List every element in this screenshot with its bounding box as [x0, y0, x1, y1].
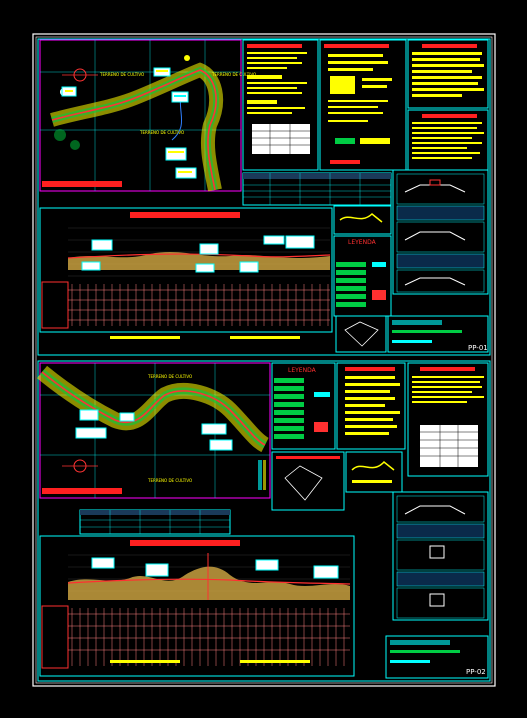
- curves-table-1: [242, 172, 392, 206]
- sheet-pp-02: TERRENO DE CULTIVO TERRENO DE CULTIVO LE…: [36, 360, 491, 682]
- notes-panel-2: [319, 39, 407, 171]
- site-label-2a: TERRENO DE CULTIVO: [147, 374, 192, 379]
- plan-view-2: TERRENO DE CULTIVO TERRENO DE CULTIVO: [36, 362, 271, 499]
- typical-sections-1: [392, 169, 489, 295]
- sheet-pp-01: TERRENO DE CULTIVO TERRENO DE CULTIVO TE…: [37, 38, 491, 356]
- sheet-code-2: PP-02: [466, 668, 486, 676]
- legend-2: LEYENDA: [271, 362, 336, 450]
- site-label-2b: TERRENO DE CULTIVO: [147, 478, 192, 483]
- profile-2: [39, 535, 355, 677]
- legend-1: LEYENDA: [333, 205, 392, 317]
- title-block-2: PP-02: [385, 635, 489, 679]
- site-label-1b: TERRENO DE CULTIVO: [211, 72, 256, 77]
- detail-boxes-2: [271, 451, 403, 511]
- outer-frame: [32, 33, 496, 687]
- typical-sections-2: [392, 491, 489, 621]
- title-block-1: PP-01: [335, 315, 489, 353]
- legend-title-2: LEYENDA: [288, 367, 317, 374]
- inner-frame: [35, 36, 493, 684]
- site-label-1c: TERRENO DE CULTIVO: [139, 130, 184, 135]
- legend-title-1: LEYENDA: [348, 239, 377, 246]
- curves-table-2: [79, 509, 231, 535]
- profile-1: [39, 207, 333, 339]
- notes-panel-3: [407, 39, 489, 109]
- notes-panel-1: [242, 39, 319, 171]
- notes-panel-4: [407, 109, 489, 171]
- sheet-code-1: PP-01: [468, 344, 488, 352]
- notes-panel-6: [407, 362, 489, 477]
- notes-panel-5: [336, 362, 406, 450]
- plan-view-1: TERRENO DE CULTIVO TERRENO DE CULTIVO TE…: [39, 39, 256, 192]
- site-label-1a: TERRENO DE CULTIVO: [99, 72, 144, 77]
